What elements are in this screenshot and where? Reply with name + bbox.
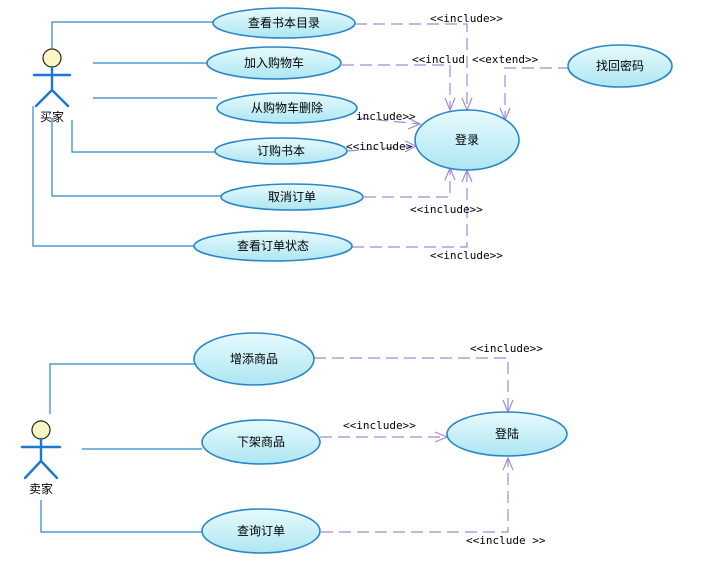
use-case-order-book[interactable]: 订购书本 xyxy=(214,137,348,165)
stereo-query-include: <<include >> xyxy=(466,534,546,547)
dep-query-orders-login xyxy=(321,458,509,533)
use-case-label: 查询订单 xyxy=(237,524,285,538)
arrowhead-remove-from-cart xyxy=(407,117,422,130)
dep-remove-from-cart-login xyxy=(357,117,421,125)
seller-stereotypes: <<include>> <<include>> <<include >> xyxy=(343,342,546,547)
use-case-cancel-order[interactable]: 取消订单 xyxy=(220,183,364,211)
actor-buyer[interactable]: 买家 xyxy=(32,48,72,124)
actor-head-icon xyxy=(31,420,51,440)
use-case-query-orders[interactable]: 查询订单 xyxy=(201,508,321,554)
stereo-browse-include: <<include>> xyxy=(430,12,503,25)
use-case-seller-login[interactable]: 登陆 xyxy=(446,411,568,457)
stereo-status-include: <<include>> xyxy=(430,249,503,262)
use-case-label: 取消订单 xyxy=(268,190,316,204)
use-case-recover-password[interactable]: 找回密码 xyxy=(567,44,673,88)
use-case-label: 加入购物车 xyxy=(244,55,304,70)
use-case-label: 订购书本 xyxy=(257,143,305,158)
dep-add-goods-login xyxy=(314,357,509,412)
use-case-remove-from-cart[interactable]: 从购物车删除 xyxy=(216,92,358,124)
use-case-label: 查看书本目录 xyxy=(248,16,320,30)
actor-seller-label: 卖家 xyxy=(29,481,53,496)
use-case-delist-goods[interactable]: 下架商品 xyxy=(201,419,321,465)
dep-add-to-cart-login xyxy=(342,64,451,110)
buyer-associations xyxy=(32,21,221,247)
use-case-label: 查看订单状态 xyxy=(237,239,309,253)
dep-cancel-order-login xyxy=(364,168,451,198)
dep-view-order-status-login xyxy=(352,170,468,248)
buyer-diagram: <<include>> <<includ <<extend>> include>… xyxy=(32,7,673,262)
dep-extend-recover-password xyxy=(504,67,570,120)
stereo-extend: <<extend>> xyxy=(472,53,539,66)
use-case-label: 从购物车删除 xyxy=(251,100,323,115)
arrowhead-add-to-cart xyxy=(444,97,456,112)
use-case-add-to-cart[interactable]: 加入购物车 xyxy=(206,46,342,80)
actor-seller[interactable]: 卖家 xyxy=(20,420,62,496)
stereo-add-include: <<include>> xyxy=(470,342,543,355)
actor-head-icon xyxy=(42,48,62,68)
use-case-label: 增添商品 xyxy=(230,351,278,366)
use-case-label: 登陆 xyxy=(495,426,519,441)
stereo-cancel-include: <<include>> xyxy=(410,203,483,216)
assoc-view-order-status xyxy=(32,106,195,247)
buyer-stereotypes: <<include>> <<includ <<extend>> include>… xyxy=(346,12,539,262)
stereo-remove-include: include>> xyxy=(356,110,416,123)
dep-order-book-login xyxy=(346,145,417,152)
use-case-browse-catalog[interactable]: 查看书本目录 xyxy=(212,7,356,39)
use-case-label: 下架商品 xyxy=(237,434,285,449)
use-case-label: 找回密码 xyxy=(596,58,644,73)
use-case-view-order-status[interactable]: 查看订单状态 xyxy=(193,230,353,262)
stereo-order-include: <<include> xyxy=(346,140,413,153)
arrowhead-query-orders xyxy=(502,456,514,471)
seller-diagram: <<include>> <<include>> <<include >> 增添商… xyxy=(20,332,568,554)
actor-buyer-label: 买家 xyxy=(40,109,64,124)
stereo-cart-include: <<includ xyxy=(412,53,465,66)
assoc-add-goods xyxy=(49,363,195,414)
use-case-add-goods[interactable]: 增添商品 xyxy=(193,332,315,386)
assoc-order-book xyxy=(71,120,215,153)
seller-associations xyxy=(40,363,203,533)
buyer-dependencies xyxy=(342,23,570,248)
dep-browse-catalog-login xyxy=(355,23,468,110)
assoc-query-orders xyxy=(40,500,203,533)
use-case-label: 登录 xyxy=(455,132,479,147)
assoc-cancel-order xyxy=(51,118,221,197)
assoc-browse-catalog xyxy=(51,21,213,48)
stereo-delist-include: <<include>> xyxy=(343,419,416,432)
use-case-login[interactable]: 登录 xyxy=(414,109,520,171)
